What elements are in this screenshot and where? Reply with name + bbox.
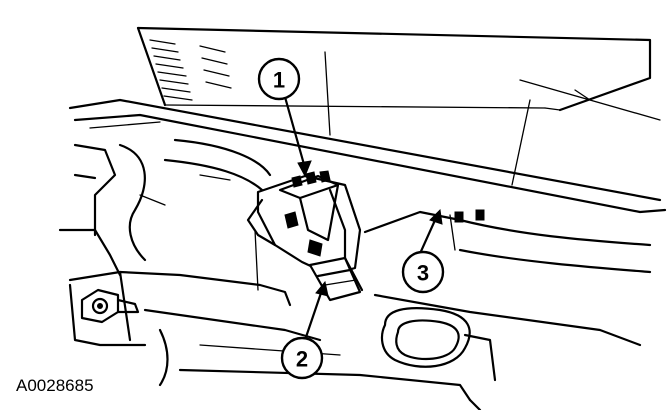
callout-2-label: 2: [296, 347, 308, 372]
callout-1: 1: [257, 57, 301, 101]
callout-1-label: 1: [273, 68, 285, 93]
callout-3-label: 3: [417, 261, 429, 286]
callout-3: 3: [401, 250, 445, 294]
figure-id: A0028685: [16, 376, 94, 395]
panel-hatching: [149, 39, 232, 101]
left-harness: [58, 138, 272, 277]
right-surfaces: [363, 209, 652, 347]
upper-panel: [136, 26, 652, 186]
harness-plug: [308, 256, 364, 302]
connector-body: [246, 170, 362, 277]
bolt-icon: [80, 288, 140, 324]
trim-beam: [68, 79, 667, 214]
lower-floor: [68, 229, 472, 402]
callout-2: 2: [280, 336, 324, 380]
grommet: [380, 307, 497, 410]
